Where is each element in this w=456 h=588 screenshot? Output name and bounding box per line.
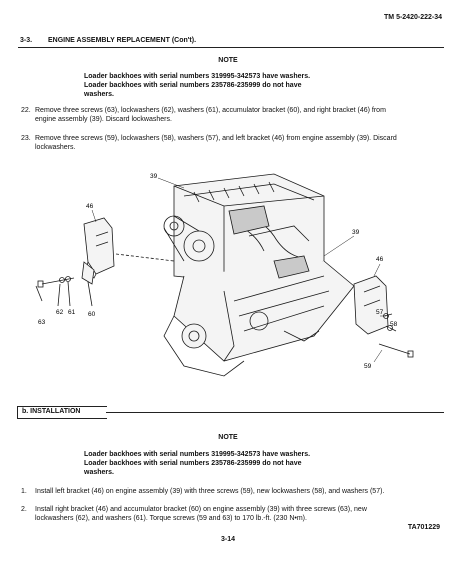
callout-46-left: 46 bbox=[86, 203, 94, 210]
step-22: 22. Remove three screws (63), lockwasher… bbox=[21, 106, 441, 126]
section-number: 3-3. bbox=[20, 37, 33, 44]
note-heading: NOTE bbox=[218, 434, 238, 441]
installation-heading-box: b. INSTALLATION bbox=[17, 406, 107, 419]
left-fasteners-drawing bbox=[35, 261, 95, 307]
install-step-2: 2. Install right bracket (46) and accumu… bbox=[21, 505, 441, 525]
step-number: 1. bbox=[21, 488, 27, 495]
callout-63: 63 bbox=[38, 319, 46, 326]
left-bracket-drawing bbox=[83, 217, 115, 279]
step-text: lockwashers (62), and washers (61). Torq… bbox=[35, 515, 307, 522]
callout-61: 61 bbox=[68, 309, 76, 316]
engine-assembly-illustration: 39 46 62 61 63 60 39 46 57 58 59 bbox=[35, 173, 414, 377]
step-number: 23. bbox=[21, 135, 31, 142]
callout-60: 60 bbox=[88, 311, 96, 318]
figure-id: TA701229 bbox=[407, 524, 440, 531]
note-line: Loader backhoes with serial numbers 3199… bbox=[84, 73, 311, 80]
note-line: Loader backhoes with serial numbers 3199… bbox=[84, 451, 311, 458]
step-number: 2. bbox=[21, 506, 27, 513]
step-23: 23. Remove three screws (59), lockwasher… bbox=[21, 134, 441, 154]
step-text: engine assembly (39). Discard lockwasher… bbox=[35, 116, 172, 123]
callout-57: 57 bbox=[376, 309, 384, 316]
note-line: washers. bbox=[84, 469, 114, 476]
section-title: ENGINE ASSEMBLY REPLACEMENT (Con't). bbox=[48, 37, 197, 44]
step-text: Remove three screws (63), lockwashers (6… bbox=[35, 107, 386, 114]
note-heading: NOTE bbox=[218, 57, 238, 64]
installation-heading: b. INSTALLATION bbox=[22, 408, 81, 415]
callout-62: 62 bbox=[56, 309, 64, 316]
engine-drawing bbox=[115, 173, 379, 377]
callout-46-right: 46 bbox=[376, 256, 384, 263]
callout-58: 58 bbox=[390, 321, 398, 328]
leader-lines bbox=[91, 177, 391, 363]
callout-39-right: 39 bbox=[352, 229, 360, 236]
section-rule bbox=[18, 47, 444, 48]
step-number: 22. bbox=[21, 107, 31, 114]
page-number: 3-14 bbox=[220, 536, 235, 543]
callout-39-top: 39 bbox=[150, 173, 158, 180]
install-step-1: 1. Install left bracket (46) on engine a… bbox=[21, 487, 441, 498]
note-body: Loader backhoes with serial numbers 3199… bbox=[84, 450, 374, 477]
right-bracket-drawing bbox=[353, 275, 389, 335]
step-text: Install right bracket (46) and accumulat… bbox=[35, 506, 367, 513]
note-line: Loader backhoes with serial numbers 2357… bbox=[84, 460, 302, 467]
installation-rule bbox=[106, 412, 444, 413]
callout-59: 59 bbox=[364, 363, 372, 370]
note-line: Loader backhoes with serial numbers 2357… bbox=[84, 82, 302, 89]
note-body: Loader backhoes with serial numbers 3199… bbox=[84, 72, 374, 99]
step-text: Remove three screws (59), lockwashers (5… bbox=[35, 135, 397, 142]
step-text: lockwashers. bbox=[35, 144, 76, 151]
note-line: washers. bbox=[84, 91, 114, 98]
tm-number: TM 5-2420-222-34 bbox=[384, 14, 442, 21]
step-text: Install left bracket (46) on engine asse… bbox=[35, 488, 385, 495]
